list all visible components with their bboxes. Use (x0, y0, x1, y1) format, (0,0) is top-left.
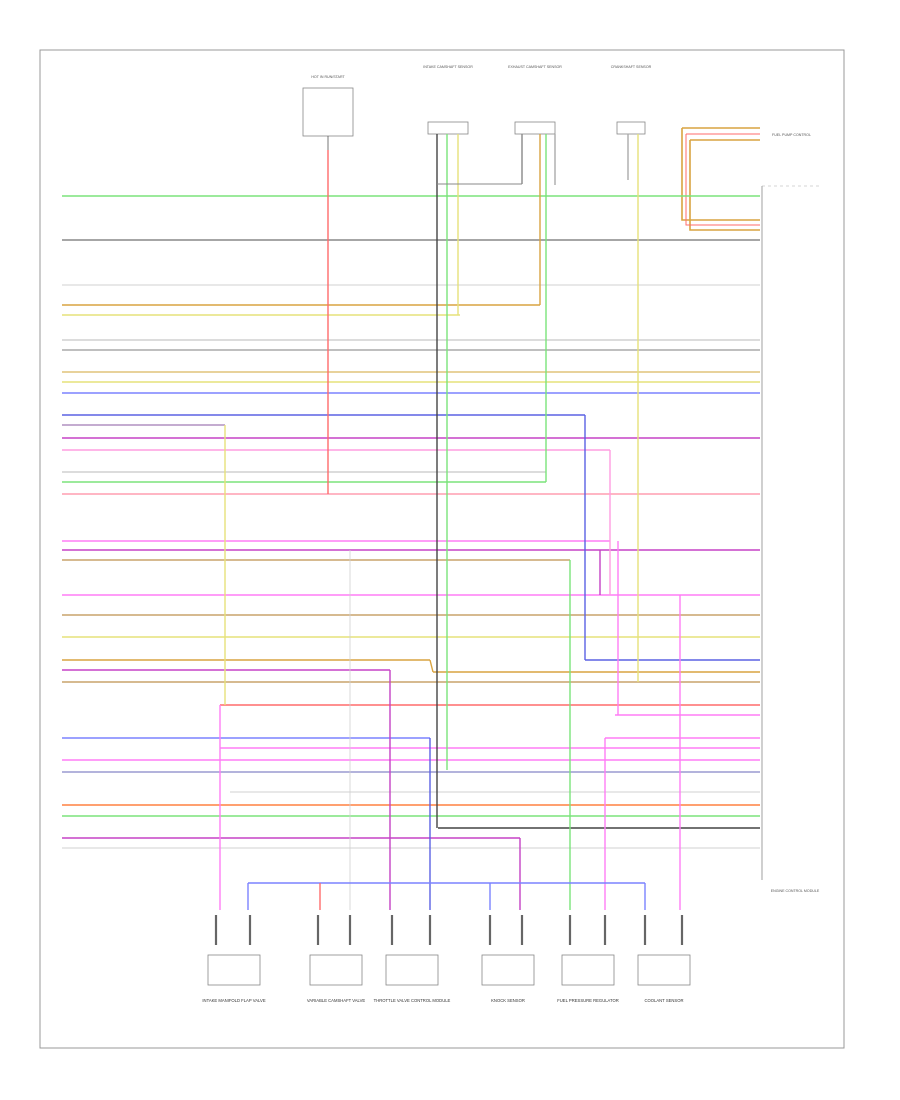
component-box-3 (385, 954, 439, 986)
component-caption-5: FUEL PRESSURE REGULATOR (557, 998, 619, 1003)
sensor-crankshaft-label: CRANKSHAFT SENSOR (611, 65, 652, 69)
sensor-intake-cam: INTAKE CAMSHAFT SENSOR (423, 65, 473, 135)
fuse-label: HOT IN RUN/START (311, 75, 345, 79)
diagram-border (39, 49, 845, 1049)
component-caption-1: INTAKE MANIFOLD FLAP VALVE (202, 998, 265, 1003)
sensor-crankshaft: CRANKSHAFT SENSOR (611, 65, 652, 135)
component-caption-6: COOLANT SENSOR (644, 998, 683, 1003)
right-block-label: FUEL PUMP CONTROL (772, 133, 811, 137)
ecm-connector: ENGINE CONTROL MODULE (761, 185, 822, 893)
fuel-pump-control-wires: FUEL PUMP CONTROL (681, 127, 811, 231)
vertical-wires (219, 134, 681, 910)
component-box-2 (309, 954, 363, 986)
ecm-label: ENGINE CONTROL MODULE (771, 889, 820, 893)
component-box-5 (561, 954, 615, 986)
component-caption-2: VARIABLE CAMSHAFT VALVE (307, 998, 366, 1003)
sensor-exhaust-cam: EXHAUST CAMSHAFT SENSOR (508, 65, 562, 135)
component-caption-4: KNOCK SENSOR (491, 998, 525, 1003)
sensor-exhaust-cam-label: EXHAUST CAMSHAFT SENSOR (508, 65, 562, 69)
component-box-1 (207, 954, 261, 986)
bottom-components (207, 954, 691, 986)
horizontal-wires (62, 195, 760, 849)
component-caption-3: THROTTLE VALVE CONTROL MODULE (374, 998, 451, 1003)
fuse-component: HOT IN RUN/START (302, 75, 354, 150)
sensor-intake-cam-label: INTAKE CAMSHAFT SENSOR (423, 65, 473, 69)
bottom-component-captions: INTAKE MANIFOLD FLAP VALVE VARIABLE CAMS… (202, 998, 683, 1003)
component-box-6 (637, 954, 691, 986)
component-box-4 (481, 954, 535, 986)
bottom-connector-stubs (214, 915, 684, 945)
